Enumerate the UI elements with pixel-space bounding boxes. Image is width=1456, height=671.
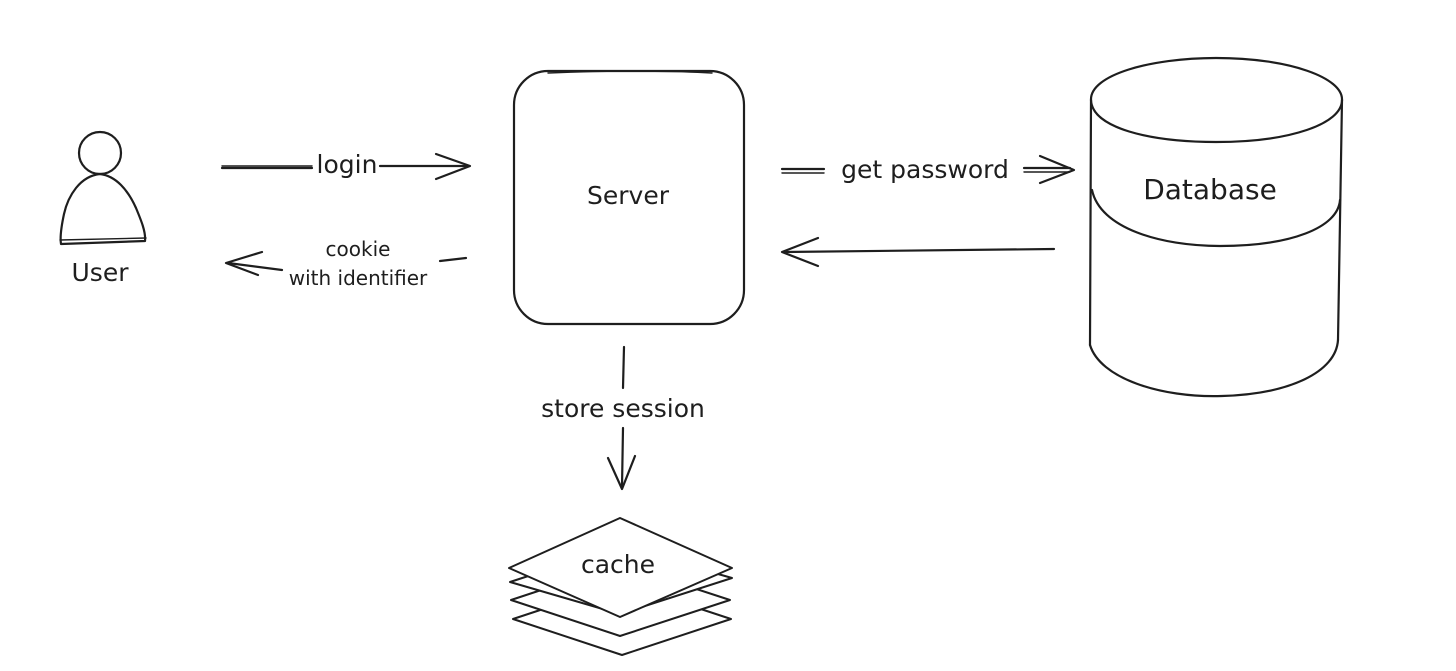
cookie-label-line1: cookie xyxy=(326,237,391,261)
cookie-arrow-line-left xyxy=(226,261,284,272)
store-session-label: store session xyxy=(541,394,705,423)
database-label: Database xyxy=(1143,173,1277,206)
login-arrowhead xyxy=(434,152,472,181)
user-label: User xyxy=(72,258,130,287)
store-session-line-top xyxy=(621,345,626,390)
cookie-arrowhead xyxy=(224,250,264,277)
cookie-edge: cookie with identifier xyxy=(224,237,468,290)
server-node: Server xyxy=(512,69,746,326)
database-icon xyxy=(1088,56,1344,398)
database-response-edge xyxy=(780,236,1056,268)
cache-icon xyxy=(508,517,733,656)
user-icon xyxy=(59,130,147,246)
server-label: Server xyxy=(587,181,670,210)
login-edge: login xyxy=(220,150,472,181)
user-node: User xyxy=(59,130,147,287)
cache-label: cache xyxy=(581,550,655,579)
get-password-arrowhead xyxy=(1038,154,1076,185)
cache-node: cache xyxy=(508,517,733,656)
database-node: Database xyxy=(1088,56,1344,398)
store-session-arrowhead xyxy=(606,454,637,491)
store-session-edge: store session xyxy=(541,345,705,491)
database-response-arrowhead xyxy=(780,236,820,268)
store-session-line-bottom xyxy=(620,426,625,489)
cookie-arrow-line-right xyxy=(438,256,468,263)
database-response-line xyxy=(782,247,1056,254)
login-label: login xyxy=(317,150,378,179)
get-password-label: get password xyxy=(841,155,1009,184)
get-password-edge: get password xyxy=(780,154,1076,185)
cookie-label-line2: with identifier xyxy=(289,266,428,290)
